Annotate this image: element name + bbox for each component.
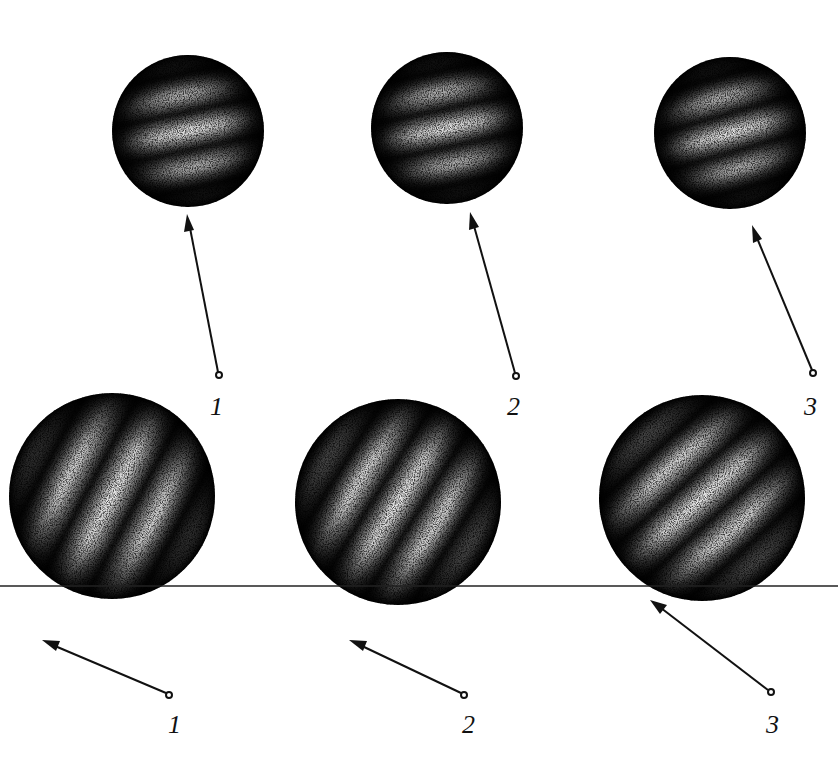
arrowhead bbox=[650, 600, 667, 614]
arrowhead bbox=[184, 214, 194, 232]
arrow bbox=[55, 646, 172, 698]
arrowhead bbox=[469, 212, 479, 230]
arrow bbox=[190, 228, 222, 378]
arrowhead bbox=[349, 640, 367, 651]
reference-line bbox=[0, 585, 838, 587]
callout-number: 3 bbox=[766, 712, 779, 738]
arrow bbox=[757, 238, 816, 376]
arrow bbox=[474, 226, 519, 379]
arrow bbox=[362, 646, 467, 698]
fringe-disc bbox=[0, 376, 232, 616]
fringe-disc bbox=[357, 38, 537, 218]
arrow bbox=[661, 608, 774, 695]
fringe-disc bbox=[640, 43, 820, 223]
callout-number: 1 bbox=[168, 712, 181, 738]
fringe-disc bbox=[582, 378, 822, 618]
callout-number: 2 bbox=[462, 712, 475, 738]
arrowhead bbox=[752, 225, 762, 243]
callout-number: 2 bbox=[507, 394, 520, 420]
fringe-disc bbox=[98, 41, 278, 221]
arrowhead bbox=[42, 640, 60, 651]
callout-number: 1 bbox=[210, 394, 223, 420]
callout-number: 3 bbox=[804, 394, 817, 420]
